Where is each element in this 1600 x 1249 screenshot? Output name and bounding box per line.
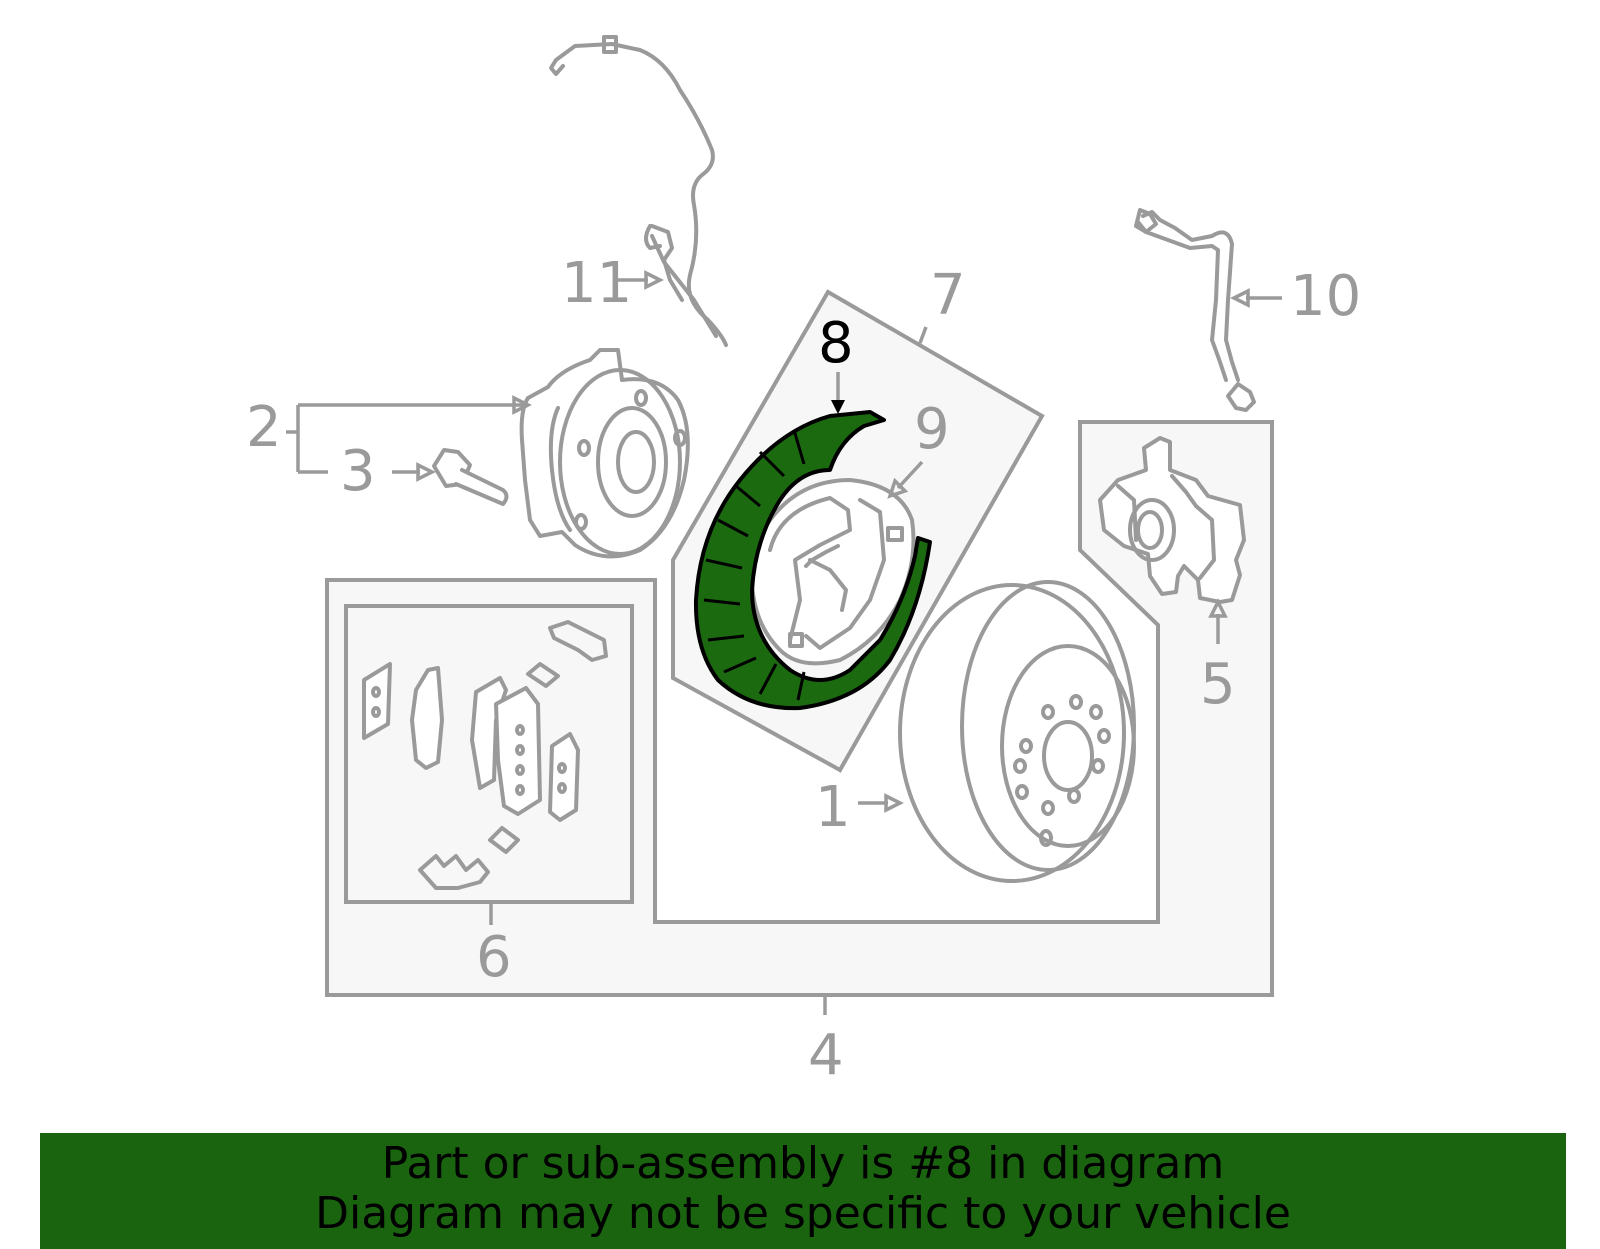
- brake-rotor-part-1[interactable]: [898, 580, 1136, 883]
- callout-2: 2: [246, 395, 282, 460]
- callout-5: 5: [1200, 652, 1236, 717]
- callout-7: 7: [930, 263, 966, 328]
- pad-kit-part-6[interactable]: [362, 620, 608, 890]
- caliper-part-5[interactable]: [1098, 436, 1246, 604]
- callout-9: 9: [914, 397, 950, 462]
- info-banner: Part or sub-assembly is #8 in diagram Di…: [40, 1133, 1566, 1249]
- bolt-part-3[interactable]: [432, 448, 509, 506]
- abs-sensor-wire-part-11[interactable]: [549, 35, 728, 347]
- callout-11: 11: [561, 251, 632, 316]
- callout-3: 3: [340, 439, 376, 504]
- leader-lines: [286, 270, 1282, 813]
- callout-8: 8: [818, 311, 854, 376]
- hub-bearing-part-2[interactable]: [519, 348, 690, 559]
- dust-shield-part-8[interactable]: [693, 410, 932, 711]
- callout-4: 4: [808, 1023, 844, 1088]
- callouts: 1 2 3 4 5 6 7 8 9 10 11: [246, 251, 1361, 1088]
- callout-6: 6: [476, 925, 512, 990]
- callout-1: 1: [815, 775, 851, 840]
- banner-line-2: Diagram may not be specific to your vehi…: [315, 1188, 1291, 1239]
- brake-hose-part-10[interactable]: [1134, 208, 1256, 412]
- callout-10: 10: [1290, 264, 1361, 329]
- banner-line-1: Part or sub-assembly is #8 in diagram: [381, 1138, 1225, 1189]
